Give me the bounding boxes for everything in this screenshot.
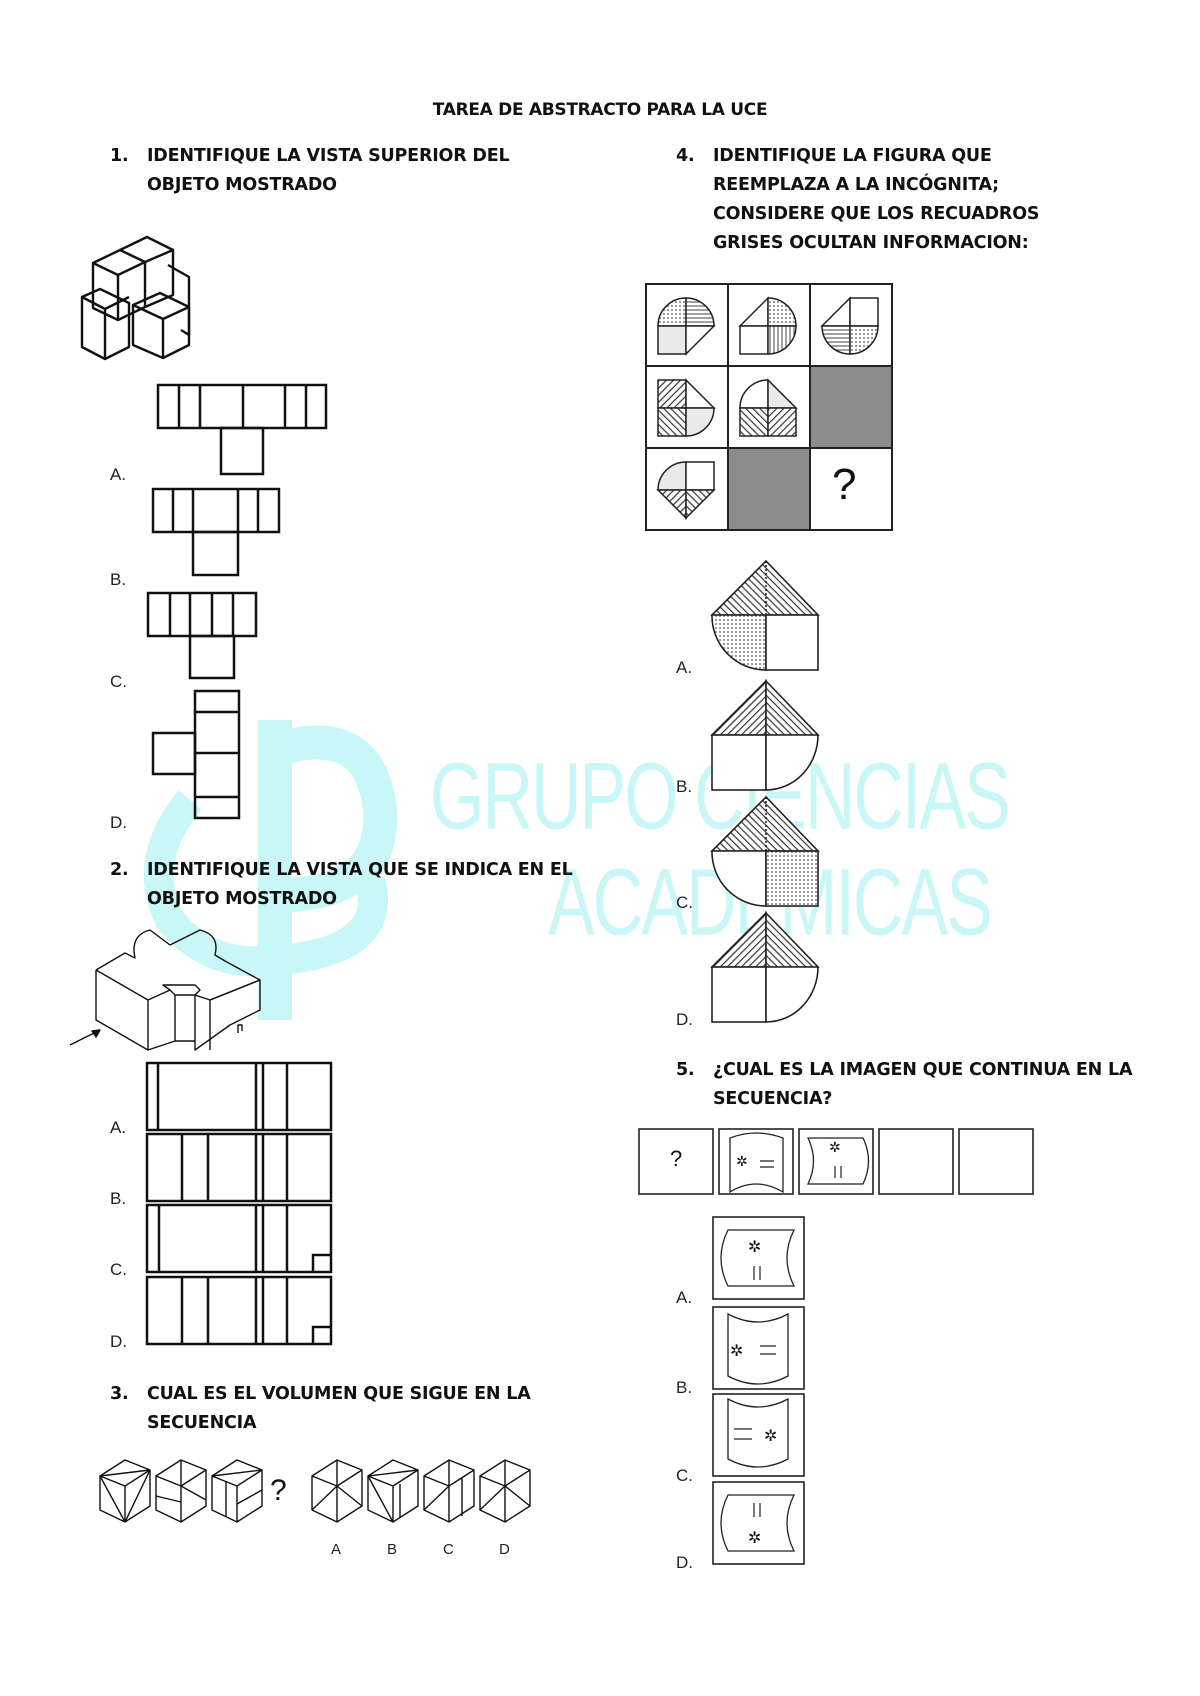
- pattern-matrix-figure: [645, 283, 893, 531]
- q4-option-d-figure[interactable]: [710, 910, 822, 1026]
- q1-option-d-figure[interactable]: [151, 689, 242, 820]
- q2-option-a-figure[interactable]: [145, 1061, 333, 1132]
- q1-option-c-label[interactable]: C.: [110, 672, 127, 691]
- q5-option-d-label[interactable]: D.: [676, 1553, 693, 1572]
- question-3-text: CUAL ES EL VOLUMEN QUE SIGUE EN LA SECUE…: [147, 1384, 531, 1433]
- q3-option-b-label[interactable]: B: [387, 1541, 398, 1558]
- question-4-number: 4.: [676, 146, 695, 166]
- question-5-number: 5.: [676, 1060, 695, 1080]
- q2-option-c-figure[interactable]: [145, 1203, 333, 1274]
- q3-option-a-label[interactable]: A: [331, 1541, 342, 1558]
- q2-option-a-label[interactable]: A.: [110, 1118, 127, 1137]
- cube-sequence-figure: [99, 1459, 531, 1523]
- hidden-cell: [729, 449, 809, 529]
- q4-option-b-figure[interactable]: [710, 678, 822, 794]
- q4-option-d-label[interactable]: D.: [676, 1010, 693, 1029]
- q1-option-b-figure[interactable]: [151, 487, 281, 577]
- q4-option-a-figure[interactable]: [710, 558, 822, 674]
- hidden-cell: [811, 367, 891, 447]
- notched-block-figure: [69, 929, 261, 1051]
- q1-option-a-label[interactable]: A.: [110, 465, 127, 484]
- q3-option-c-label[interactable]: C: [443, 1541, 454, 1558]
- q3-option-d-label[interactable]: D: [499, 1541, 510, 1558]
- question-4-text: IDENTIFIQUE LA FIGURA QUE REEMPLAZA A LA…: [713, 146, 1040, 253]
- q2-option-b-label[interactable]: B.: [110, 1189, 127, 1208]
- question-2-number: 2.: [110, 860, 129, 880]
- q4-option-c-figure[interactable]: [710, 794, 822, 910]
- question-3: 3. CUAL ES EL VOLUMEN QUE SIGUE EN LA SE…: [110, 1380, 590, 1438]
- q2-option-d-label[interactable]: D.: [110, 1332, 127, 1351]
- svg-text:✲: ✲: [748, 1237, 761, 1256]
- q1-option-c-figure[interactable]: [146, 591, 258, 680]
- question-5-text: ¿CUAL ES LA IMAGEN QUE CONTINUA EN LA SE…: [713, 1060, 1133, 1109]
- svg-text:✲: ✲: [730, 1341, 743, 1360]
- question-4: 4. IDENTIFIQUE LA FIGURA QUE REEMPLAZA A…: [676, 142, 1096, 258]
- q2-option-d-figure[interactable]: [145, 1275, 333, 1346]
- question-1-text: IDENTIFIQUE LA VISTA SUPERIOR DEL OBJETO…: [147, 146, 510, 195]
- q5-option-d-figure[interactable]: ✲: [712, 1481, 806, 1567]
- question-1: 1. IDENTIFIQUE LA VISTA SUPERIOR DEL OBJ…: [110, 142, 570, 200]
- q5-option-b-label[interactable]: B.: [676, 1378, 693, 1397]
- question-2-text: IDENTIFIQUE LA VISTA QUE SE INDICA EN EL…: [147, 860, 573, 909]
- question-1-number: 1.: [110, 146, 129, 166]
- document-title: TAREA DE ABSTRACTO PARA LA UCE: [432, 100, 768, 120]
- q5-option-c-label[interactable]: C.: [676, 1466, 693, 1485]
- q4-option-c-label[interactable]: C.: [676, 893, 693, 912]
- stacked-cubes-figure: [80, 235, 191, 361]
- q1-option-a-figure[interactable]: [156, 383, 328, 476]
- q1-option-b-label[interactable]: B.: [110, 570, 127, 589]
- q5-option-b-figure[interactable]: ✲: [712, 1306, 806, 1392]
- q4-option-a-label[interactable]: A.: [676, 658, 693, 677]
- q5-option-a-figure[interactable]: ✲: [712, 1216, 806, 1302]
- svg-text:✲: ✲: [736, 1154, 748, 1170]
- q1-option-d-label[interactable]: D.: [110, 813, 127, 832]
- q4-option-b-label[interactable]: B.: [676, 777, 693, 796]
- question-2: 2. IDENTIFIQUE LA VISTA QUE SE INDICA EN…: [110, 856, 590, 914]
- svg-text:✲: ✲: [748, 1528, 761, 1547]
- watermark-logo-icon: [143, 720, 398, 1020]
- q4-unknown-marker: ?: [832, 460, 857, 509]
- q5-option-a-label[interactable]: A.: [676, 1288, 693, 1307]
- svg-text:✲: ✲: [829, 1140, 841, 1156]
- q5-sequence-unknown-marker: ?: [670, 1146, 683, 1171]
- q5-option-c-figure[interactable]: ✲: [712, 1393, 806, 1479]
- svg-text:✲: ✲: [764, 1426, 777, 1445]
- q2-option-b-figure[interactable]: [145, 1132, 333, 1203]
- cylinder-sequence-figure: ✲ ✲: [638, 1128, 1034, 1195]
- question-3-number: 3.: [110, 1384, 129, 1404]
- q2-option-c-label[interactable]: C.: [110, 1260, 127, 1279]
- q3-sequence-unknown-marker: ?: [270, 1474, 287, 1507]
- question-5: 5. ¿CUAL ES LA IMAGEN QUE CONTINUA EN LA…: [676, 1056, 1146, 1114]
